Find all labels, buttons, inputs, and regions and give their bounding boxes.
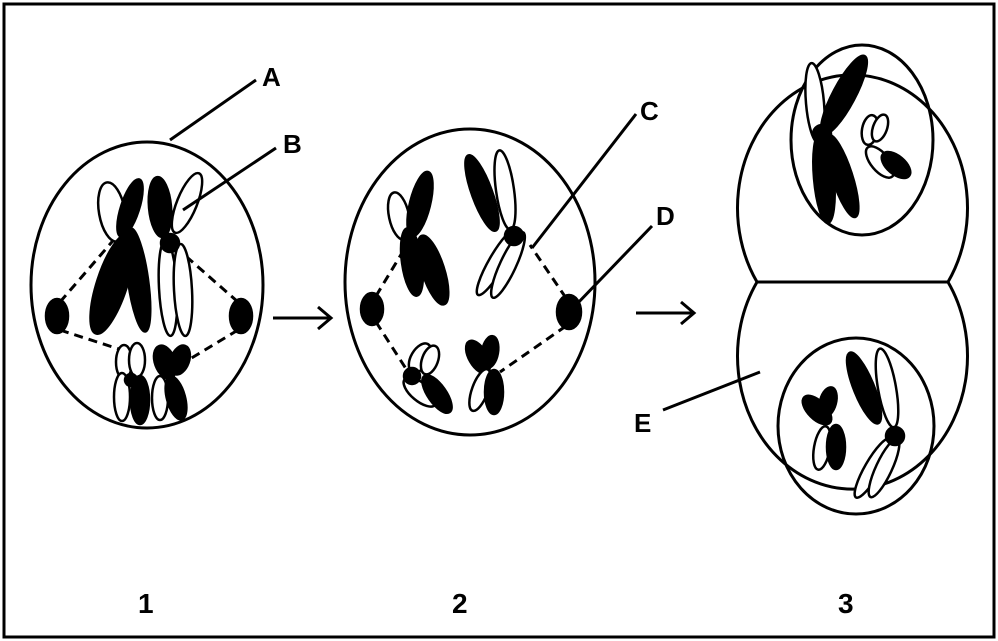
cell-2 bbox=[343, 127, 597, 437]
cell-1 bbox=[29, 140, 265, 430]
cell-3-bottom-nucleus bbox=[776, 336, 936, 516]
cell-2-membrane bbox=[343, 127, 597, 437]
cell-3 bbox=[736, 43, 969, 516]
stage-number-1: 1 bbox=[138, 588, 154, 619]
cell-1-chromosome-black-small bbox=[150, 344, 192, 422]
label-e-callout: E bbox=[634, 370, 761, 438]
cell-1-membrane bbox=[29, 140, 265, 430]
stage-number-2: 2 bbox=[452, 588, 468, 619]
label-a: A bbox=[262, 62, 281, 92]
cell-2-chromosome-white-small bbox=[402, 342, 453, 414]
label-c: C bbox=[640, 96, 659, 126]
arrow-1-to-2 bbox=[273, 305, 334, 331]
label-d-callout: D bbox=[573, 201, 675, 308]
label-b-callout: B bbox=[182, 129, 302, 212]
cell-2-chromosome-white-large bbox=[464, 149, 527, 300]
cell-2-chromosome-black-large bbox=[386, 170, 450, 306]
cell-1-left-pole bbox=[44, 297, 70, 335]
label-d: D bbox=[656, 201, 675, 231]
cell-2-left-pole bbox=[359, 291, 385, 327]
cell-1-right-pole bbox=[228, 297, 254, 335]
cell-2-chromosome-black-small bbox=[464, 334, 505, 416]
cell-2-right-pole bbox=[555, 293, 583, 331]
arrow-2-to-3 bbox=[636, 300, 697, 326]
label-c-callout: C bbox=[530, 96, 659, 249]
label-b: B bbox=[283, 129, 302, 159]
cell-1-chromosome-white-large bbox=[147, 171, 204, 338]
label-e: E bbox=[634, 408, 651, 438]
cell-3-top-nucleus bbox=[789, 43, 935, 237]
cell-1-chromosome-black-large bbox=[89, 178, 152, 335]
label-a-callout: A bbox=[169, 62, 281, 142]
cell-1-chromosome-white-small bbox=[112, 341, 151, 426]
stage-number-3: 3 bbox=[838, 588, 854, 619]
